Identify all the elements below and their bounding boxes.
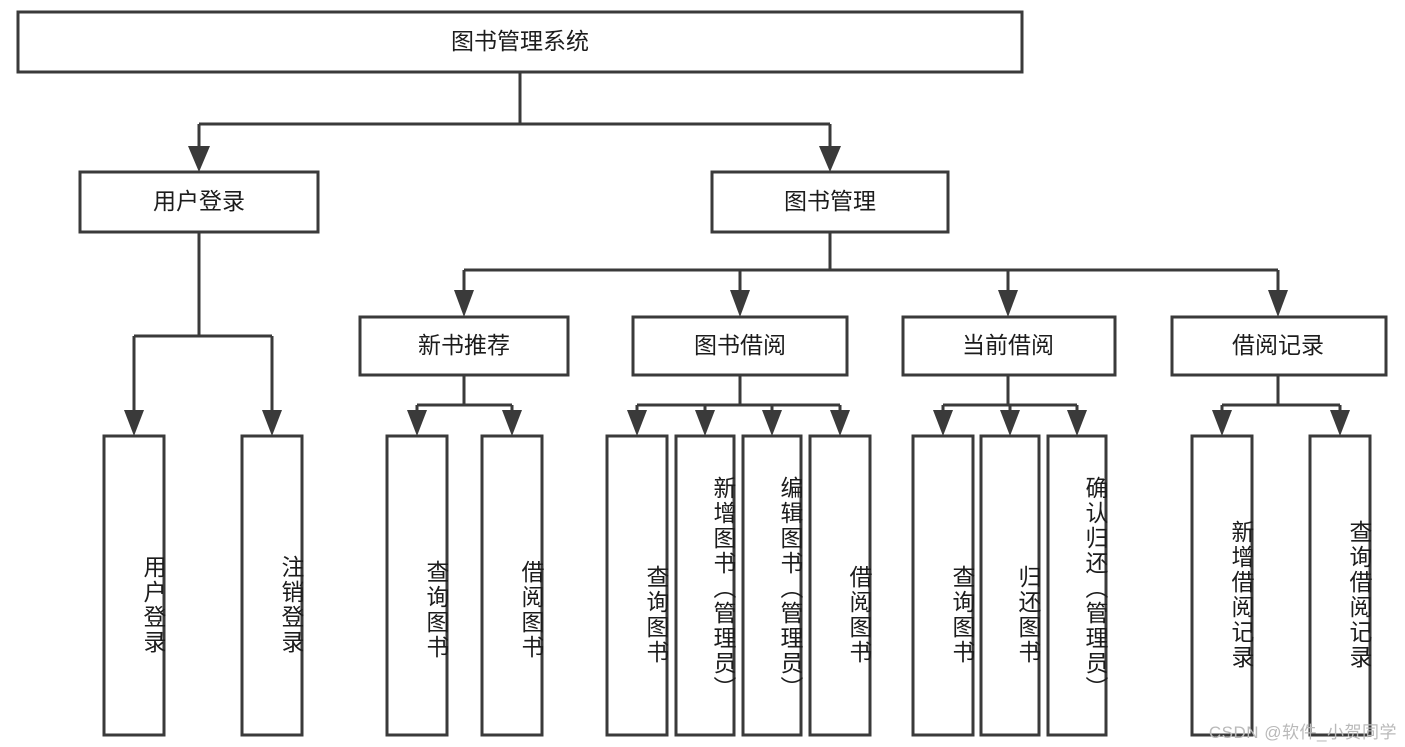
arrow-user-login-leaf-1 [124, 410, 144, 436]
node-user-login-label: 用户登录 [153, 188, 245, 214]
arrow-cb-leaf-2 [1000, 410, 1020, 436]
node-leaf-user-login-1[interactable] [102, 434, 166, 737]
node-borrow-record[interactable] [1170, 315, 1388, 377]
node-layer: 图书管理系统 用户登录 图书管理 新书推荐 图书借阅 当前借阅 借阅记录 [16, 10, 1388, 737]
arrow-to-borrow-record [1268, 290, 1288, 317]
node-leaf-book-borrow-2[interactable] [674, 434, 736, 737]
arrow-nbr-leaf-1 [407, 410, 427, 436]
node-leaf-book-borrow-3[interactable] [741, 434, 803, 737]
node-leaf-book-borrow-4[interactable] [808, 434, 872, 737]
node-leaf-borrow-record-1[interactable] [1190, 434, 1254, 737]
arrow-bb-leaf-4 [830, 410, 850, 436]
arrow-to-new-book-recommend [454, 290, 474, 317]
arrow-cb-leaf-1 [933, 410, 953, 436]
arrow-bb-leaf-3 [762, 410, 782, 436]
node-book-borrow-label: 图书借阅 [694, 332, 786, 358]
arrow-br-leaf-1 [1212, 410, 1232, 436]
arrow-to-book-manage [819, 146, 841, 172]
node-root-book-management-system[interactable] [16, 10, 1024, 74]
arrow-cb-leaf-3 [1067, 410, 1087, 436]
csdn-watermark: CSDN @软件_小贺同学 [1208, 723, 1397, 742]
arrow-user-login-leaf-2 [262, 410, 282, 436]
arrow-to-user-login [188, 146, 210, 172]
connector-layer [124, 72, 1350, 436]
arrow-bb-leaf-2 [695, 410, 715, 436]
node-leaf-borrow-record-2[interactable] [1308, 434, 1372, 737]
arrow-bb-leaf-1 [627, 410, 647, 436]
node-leaf-current-borrow-1[interactable] [911, 434, 975, 737]
node-new-book-recommend[interactable] [358, 315, 570, 377]
node-leaf-current-borrow-2[interactable] [979, 434, 1041, 737]
arrow-br-leaf-2 [1330, 410, 1350, 436]
node-leaf-book-borrow-1[interactable] [605, 434, 669, 737]
node-book-borrow[interactable] [631, 315, 849, 377]
arrow-to-book-borrow [730, 290, 750, 317]
node-root-label: 图书管理系统 [451, 28, 589, 54]
node-leaf-user-login-2[interactable] [240, 434, 304, 737]
arrow-to-current-borrow [998, 290, 1018, 317]
node-leaf-new-book-recommend-1[interactable] [385, 434, 449, 737]
node-book-management-label: 图书管理 [784, 188, 876, 214]
node-borrow-record-label: 借阅记录 [1232, 332, 1324, 358]
node-current-borrow-label: 当前借阅 [962, 332, 1054, 358]
node-leaf-new-book-recommend-2[interactable] [480, 434, 544, 737]
node-user-login[interactable] [78, 170, 320, 234]
node-book-management[interactable] [710, 170, 950, 234]
arrow-nbr-leaf-2 [502, 410, 522, 436]
node-new-book-recommend-label: 新书推荐 [418, 332, 510, 358]
node-current-borrow[interactable] [901, 315, 1117, 377]
node-leaf-current-borrow-3[interactable] [1046, 434, 1108, 737]
